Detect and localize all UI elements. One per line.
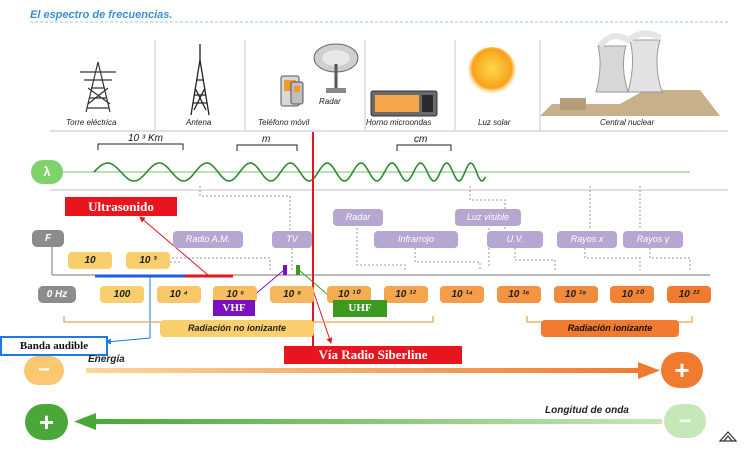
ionizing-label: Radiación ionizante: [541, 320, 679, 337]
source-tower-label: Torre eléctrica: [66, 118, 117, 127]
wavelength-plus-icon: +: [25, 404, 68, 440]
scale-tick: 10 ⁸: [270, 286, 315, 303]
freq-10: 10: [68, 252, 112, 269]
wavelength-unit-cm: cm: [414, 134, 428, 145]
energy-plus-icon: +: [661, 352, 703, 388]
source-nuclear-label: Central nuclear: [600, 118, 655, 127]
scale-tick: 10 ⁶: [213, 286, 258, 303]
wavelength-minus-icon: −: [664, 404, 706, 438]
ultrasonido-label: Ultrasonido: [65, 197, 177, 216]
energy-minus-icon: −: [24, 356, 64, 385]
scale-tick: 10 ¹⁴: [440, 286, 485, 303]
wavelength-unit-m: m: [262, 134, 271, 145]
source-sun-label: Luz solar: [478, 118, 511, 127]
band-infrarrojo: Infrarrojo: [374, 231, 458, 248]
band-luz-visible: Luz visible: [455, 209, 521, 226]
scale-tick: 10 ¹⁶: [496, 286, 541, 303]
scale-tick: 10 ¹²: [383, 286, 428, 303]
band-rayos-gamma: Rayos γ: [623, 231, 683, 248]
scale-tick: 10 ¹⁸: [553, 286, 598, 303]
lambda-badge: λ: [31, 160, 63, 184]
nuclear-plant-icon: [540, 30, 720, 116]
non-ionizing-label: Radiación no ionizante: [160, 320, 314, 337]
source-microwave-label: Horno microondas: [366, 118, 432, 127]
source-radar-label: Radar: [319, 97, 341, 106]
scale-tick: 10 ⁴: [156, 286, 201, 303]
scale-tick: 100: [100, 286, 144, 303]
wavelength-label: Longitud de onda: [545, 405, 629, 416]
freq-10-3: 10 ³: [126, 252, 170, 269]
band-rayos-x: Rayos x: [557, 231, 617, 248]
source-mobile-label: Teléfono móvil: [258, 118, 310, 127]
scale-zero-hz: 0 Hz: [38, 286, 76, 303]
sun-icon: [468, 47, 516, 95]
band-tv: TV: [272, 231, 312, 248]
scale-tick: 10 ²²: [667, 286, 711, 303]
wavelength-unit-km: 10 ³ Km: [128, 133, 164, 144]
antenna-icon: [190, 44, 210, 116]
band-radar: Radar: [333, 209, 383, 226]
band-uv: U.V.: [487, 231, 543, 248]
banda-audible-label: Banda audible: [0, 336, 108, 356]
siberline-label: Vía Radio Siberline: [284, 346, 462, 364]
page-title: El espectro de frecuencias.: [30, 9, 173, 21]
band-radio-am: Radio A.M.: [173, 231, 243, 248]
source-antenna-label: Antena: [186, 118, 212, 127]
scale-tick: 10 ¹⁰: [326, 286, 371, 303]
microwave-icon: [370, 90, 438, 117]
radar-dish-icon: [313, 43, 359, 93]
frequency-badge: F: [32, 230, 64, 247]
uhf-label: UHF: [333, 300, 387, 317]
energy-label: Energía: [88, 354, 125, 365]
tower-icon: [80, 61, 116, 113]
vhf-label: VHF: [213, 300, 255, 316]
scale-tick: 10 ²⁰: [610, 286, 655, 303]
mobile-phone-icon: [280, 75, 304, 107]
